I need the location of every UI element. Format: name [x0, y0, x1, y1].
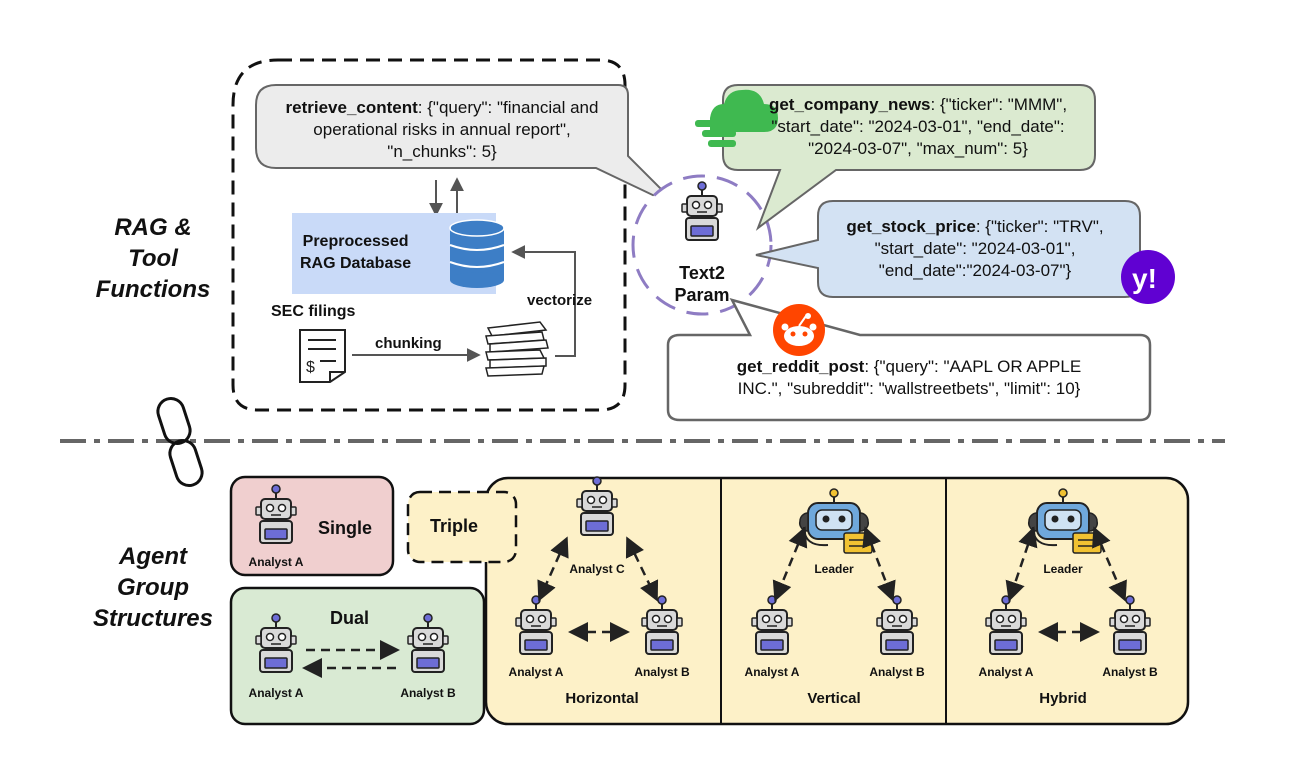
agent-label: Analyst A [978, 665, 1034, 679]
hybrid-arrow-left [1005, 526, 1038, 602]
horizontal-arrow-right [625, 536, 659, 602]
agent-label: Analyst B [634, 665, 690, 679]
vertical-arrow-left [772, 526, 808, 602]
rag-region [231, 58, 627, 412]
structure-title: Hybrid [1039, 690, 1087, 707]
svg-text:$: $ [306, 359, 315, 376]
vectorize-arrow [511, 245, 576, 357]
yahoo-icon: y! [1121, 250, 1175, 304]
single-title: Single [318, 518, 373, 538]
database-icon [449, 219, 505, 288]
news-cloud-icon [695, 89, 778, 147]
paper-stack-icon [485, 321, 549, 377]
reddit-icon [773, 304, 825, 356]
text2param-label: Text2 Param [674, 263, 730, 305]
triple-tab [406, 490, 518, 564]
agent-label: Analyst A [508, 665, 564, 679]
reddit-post-text: get_reddit_post: {"query": "AAPL OR APPL… [736, 357, 1082, 398]
chain-link-icon [156, 396, 204, 488]
agent-label: Analyst A [744, 665, 800, 679]
agent-label: Analyst A [248, 686, 304, 700]
vectorize-label: vectorize [527, 292, 593, 309]
agent-label: Analyst A [248, 555, 304, 569]
chunking-label: chunking [375, 335, 442, 352]
company-news-bubble [722, 84, 1096, 231]
hybrid-arrow-right [1092, 526, 1127, 602]
triple-title: Triple [430, 516, 479, 536]
stock-price-bubble [755, 200, 1141, 298]
company-news-text: get_company_news: {"ticker": "MMM", "sta… [768, 95, 1068, 158]
agent-label: Analyst B [400, 686, 456, 700]
agent-label: Analyst B [1102, 665, 1158, 679]
stock-price-text: get_stock_price: {"ticker": "TRV", "star… [846, 217, 1104, 280]
sec-filings-label: SEC filings [271, 303, 356, 320]
dual-box [229, 586, 486, 726]
svg-text:y!: y! [1132, 263, 1157, 294]
document-icon: $ [299, 329, 346, 383]
dual-title: Dual [330, 608, 370, 628]
vertical-arrow-right [862, 526, 896, 602]
section-label-rag-tools: RAG & Tool Functions [95, 214, 211, 303]
retrieve-content-text: retrieve_content: {"query": "financial a… [285, 98, 599, 161]
agent-label: Leader [814, 562, 854, 576]
retrieve-bubble [255, 84, 681, 209]
agent-label: Analyst C [569, 562, 625, 576]
database-label: Preprocessed RAG Database [300, 233, 412, 272]
structure-title: Horizontal [565, 690, 639, 707]
section-label-agent-groups: Agent Group Structures [92, 543, 214, 632]
function-name: get_company_news [768, 95, 931, 114]
text2param-ring [631, 174, 773, 316]
agent-label: Analyst B [869, 665, 925, 679]
structure-title: Vertical [807, 690, 861, 707]
horizontal-arrow-left [537, 536, 569, 602]
function-name: get_stock_price [846, 217, 976, 236]
function-name: get_reddit_post [736, 357, 865, 376]
agent-label: Leader [1043, 562, 1083, 576]
function-name: retrieve_content [285, 98, 418, 117]
